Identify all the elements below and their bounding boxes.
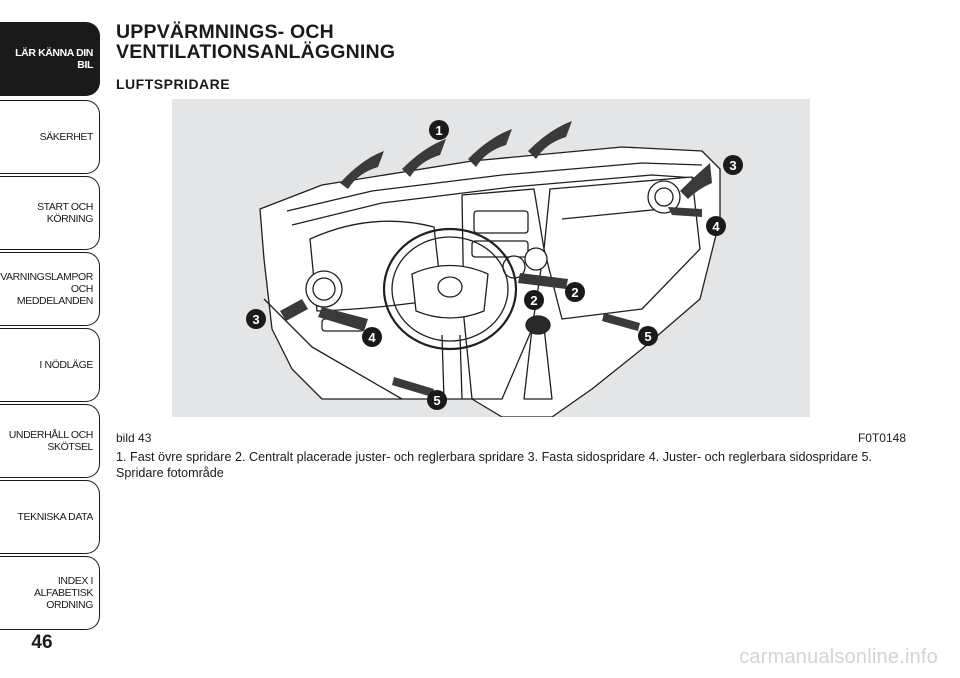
callout-2b: 2 xyxy=(524,290,544,310)
callout-5-right: 5 xyxy=(638,326,658,346)
tab-lar-kanna-din-bil[interactable]: LÄR KÄNNA DIN BIL xyxy=(0,22,100,96)
callout-5-right-label: 5 xyxy=(644,329,651,344)
tab-tekniska-data[interactable]: TEKNISKA DATA xyxy=(0,480,100,554)
callout-4-right: 4 xyxy=(706,216,726,236)
callout-2b-label: 2 xyxy=(530,293,537,308)
callout-4-left: 4 xyxy=(362,327,382,347)
figure-callouts: 1 2 2 3 3 4 4 xyxy=(246,120,743,410)
callout-3-right-label: 3 xyxy=(729,158,736,173)
page-title-line-1: UPPVÄRMNINGS- OCH xyxy=(116,21,334,43)
dashboard-air-vents-illustration: 1 2 2 3 3 4 4 xyxy=(172,99,810,417)
tab-varningslampor[interactable]: VARNINGSLAMPOR OCH MEDDELANDEN xyxy=(0,252,100,326)
callout-4-right-label: 4 xyxy=(712,219,720,234)
figure-code: F0T0148 xyxy=(857,431,906,445)
callout-4-left-label: 4 xyxy=(368,330,376,345)
page-title-line-2: VENTILATIONSANLÄGGNING xyxy=(116,41,396,63)
callout-1-label: 1 xyxy=(435,123,442,138)
callout-5-left: 5 xyxy=(427,390,447,410)
watermark: carmanualsonline.info xyxy=(739,646,938,668)
tab-underhall-och-skotsel[interactable]: UNDERHÅLL OCH SKÖTSEL xyxy=(0,404,100,478)
tab-start-och-korning[interactable]: START OCH KÖRNING xyxy=(0,176,100,250)
callout-1: 1 xyxy=(429,120,449,140)
page-number: 46 xyxy=(31,632,53,653)
callout-3-right: 3 xyxy=(723,155,743,175)
tab-index[interactable]: INDEX I ALFABETISK ORDNING xyxy=(0,556,100,630)
figure-legend-text: 1. Fast övre spridare 2. Centralt placer… xyxy=(116,450,872,480)
callout-2a-label: 2 xyxy=(571,285,578,300)
callout-5-left-label: 5 xyxy=(433,393,440,408)
page-title: UPPVÄRMNINGS- OCH VENTILATIONSANLÄGGNING xyxy=(116,22,616,62)
figure-caption-row: bild 43 F0T0148 xyxy=(116,431,906,445)
dashboard-drawing: 1 2 2 3 3 4 4 xyxy=(246,120,743,417)
section-subtitle: LUFTSPRIDARE xyxy=(116,76,231,92)
figure-label: bild 43 xyxy=(116,431,152,445)
callout-3-left: 3 xyxy=(246,309,266,329)
callout-3-left-label: 3 xyxy=(252,312,259,327)
tab-i-nodlage[interactable]: I NÖDLÄGE xyxy=(0,328,100,402)
tab-sakerhet[interactable]: SÄKERHET xyxy=(0,100,100,174)
callout-2a: 2 xyxy=(565,282,585,302)
